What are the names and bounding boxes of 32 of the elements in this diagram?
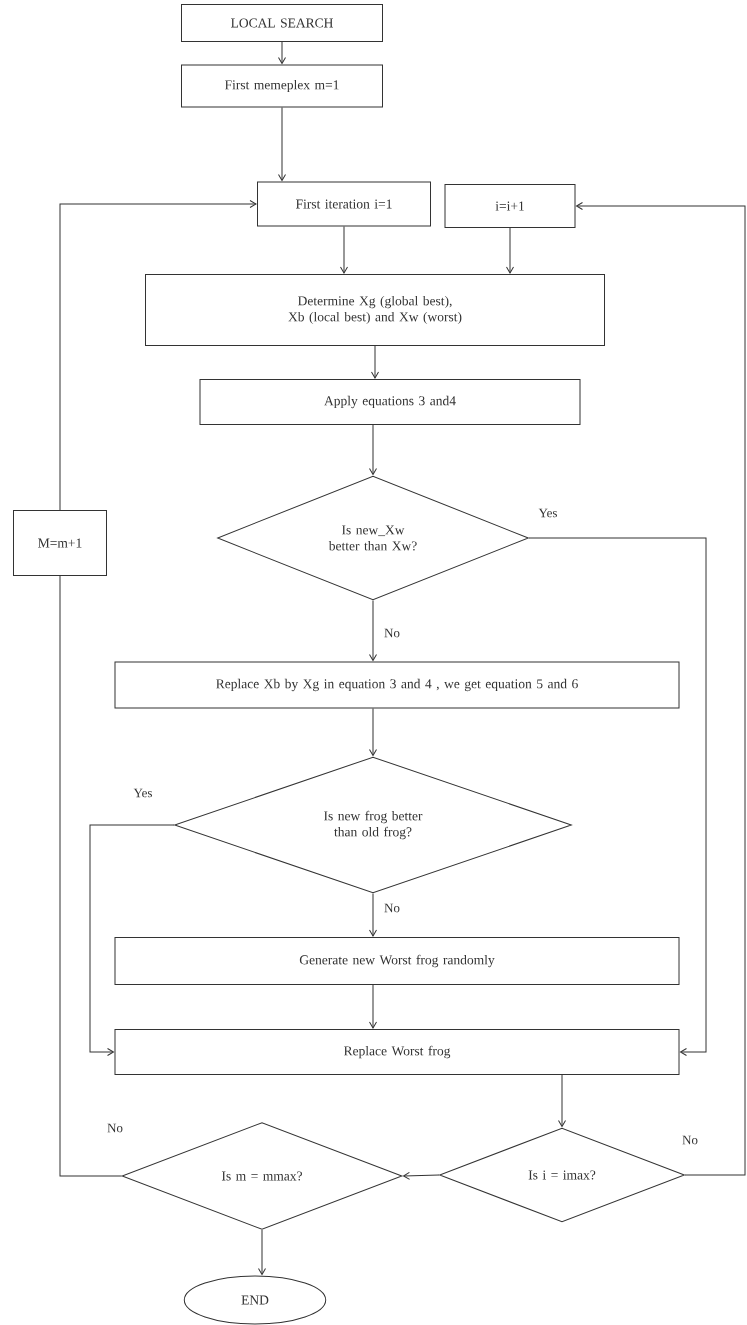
process-box: Replace Xb by Xg in equation 3 and 4 , we get equation 5 and 6 — [114, 661, 680, 709]
arrow — [576, 202, 746, 1176]
edge-label: No — [383, 627, 401, 639]
arrow — [558, 1074, 566, 1127]
process-box: LOCAL SEARCH — [181, 4, 383, 42]
process-box: M=m+1 — [13, 510, 107, 576]
arrow — [369, 708, 377, 756]
process-box: Replace Worst frog — [114, 1029, 680, 1075]
edge-label: Yes — [132, 787, 154, 799]
arrow — [403, 1171, 440, 1180]
arrow — [89, 824, 175, 1056]
arrow — [369, 893, 377, 937]
process-box: i=i+1 — [444, 184, 576, 228]
edge-label: No — [106, 1122, 124, 1134]
arrow — [340, 226, 348, 274]
process-box: First memeplex m=1 — [181, 64, 383, 108]
arrow — [369, 984, 377, 1029]
arrow — [369, 600, 377, 661]
arrow — [59, 200, 257, 511]
process-box: Generate new Worst frog randomly — [114, 937, 680, 985]
process-box: First iteration i=1 — [257, 181, 431, 227]
arrow — [278, 41, 286, 64]
edge-label: No — [383, 902, 401, 914]
arrow — [528, 537, 707, 1056]
arrow — [506, 227, 514, 274]
edge-label: Yes — [537, 507, 559, 519]
process-box: Determine Xg (global best), Xb (local best) and Xw (worst) — [145, 274, 605, 346]
arrow — [258, 1229, 266, 1275]
process-box: Apply equations 3 and4 — [199, 379, 581, 425]
arrow — [278, 107, 286, 181]
arrow — [371, 345, 379, 379]
arrow — [369, 424, 377, 475]
